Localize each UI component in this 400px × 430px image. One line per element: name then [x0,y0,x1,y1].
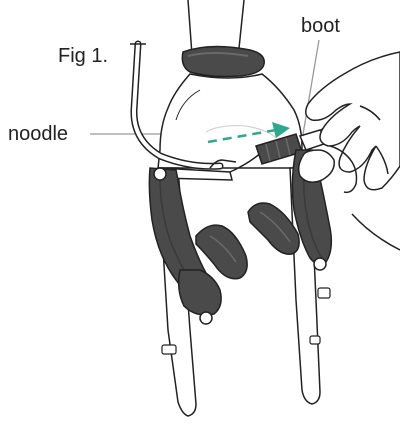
left-cable-stop [162,345,176,354]
left-arm-pivot-bolt [200,312,212,324]
right-arm-pivot-bolt [314,258,326,270]
headset-ring [182,46,264,76]
boot-label: boot [301,15,340,37]
right-cable-stop-2 [310,336,320,344]
right-cable-stop [318,288,330,298]
left-arm-pivot-top [154,168,166,180]
figure-label: Fig 1. [58,45,108,67]
boot-leader-line [301,40,319,146]
noodle-label: noodle [8,123,68,145]
